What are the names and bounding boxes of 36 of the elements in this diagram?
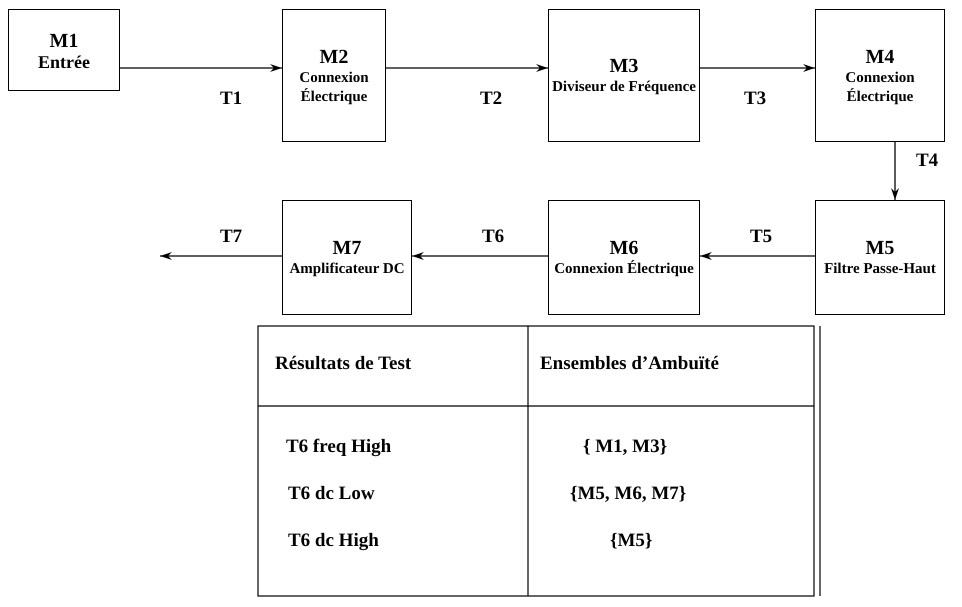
module-id: M5: [866, 236, 894, 260]
module-name: Amplificateur DC: [289, 260, 405, 279]
module-name: Connexion Électrique: [554, 260, 694, 279]
module-id: M4: [866, 44, 894, 68]
module-name: Entrée: [38, 52, 90, 72]
process-box: [815, 200, 945, 315]
test-result: T6 dc Low: [288, 483, 375, 505]
process-box: [8, 9, 120, 91]
module-name: Filtre Passe-Haut: [824, 260, 936, 279]
process-box: [548, 200, 700, 315]
ambiguity-set: { M1, M3}: [583, 436, 668, 458]
process-box: [815, 9, 945, 142]
arrow: [160, 252, 282, 260]
process-box: [548, 9, 700, 142]
ambiguity-set: {M5}: [610, 530, 652, 552]
ambiguity-set: {M5, M6, M7}: [570, 483, 686, 505]
arrow: [891, 142, 899, 200]
process-box: [282, 9, 386, 142]
module-id: M3: [610, 54, 638, 78]
arrow: [412, 252, 548, 260]
column-header: Résultats de Test: [275, 353, 412, 375]
module-id: M1: [50, 28, 78, 52]
module-id: M2: [320, 44, 348, 68]
module-name: Connexion Électrique: [844, 68, 916, 106]
arrow: [700, 252, 815, 260]
test-result: T6 freq High: [286, 436, 392, 458]
test-result: T6 dc High: [288, 530, 379, 552]
module-id: M6: [610, 236, 638, 260]
module-name: Diviseur de Fréquence: [552, 78, 696, 97]
module-id: M7: [332, 236, 362, 260]
process-box: [282, 200, 412, 315]
arrow: [120, 64, 282, 72]
arrow: [386, 64, 548, 72]
arrow: [700, 64, 815, 72]
column-header: Ensembles d’Ambuïté: [540, 353, 719, 375]
module-name: Connexion Électrique: [298, 68, 370, 106]
